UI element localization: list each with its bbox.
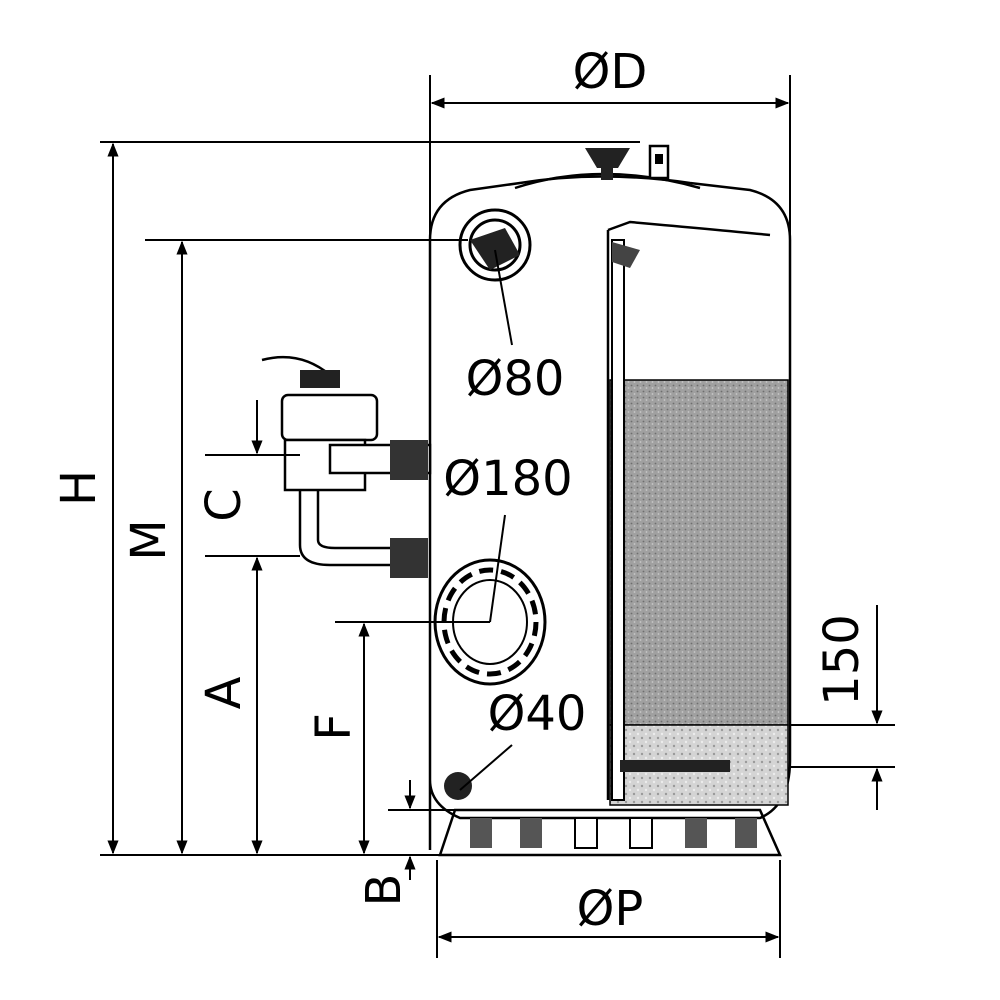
dimension-f [335,621,490,855]
dimension-m [145,239,468,855]
label-c: C [196,488,252,522]
sand-media [609,379,789,726]
multiport-valve-icon [261,355,432,578]
label-diameter-p: ØP [577,881,644,937]
label-port-180: Ø180 [443,451,572,507]
dimension-d [429,75,791,240]
dimension-150 [790,605,895,810]
leader-80 [494,249,513,346]
label-f: F [306,713,362,741]
label-m: M [121,519,177,560]
label-diameter-d: ØD [573,44,648,100]
label-150: 150 [814,614,870,706]
tank-base [438,808,782,857]
dimension-b [388,780,455,880]
leader-40 [459,744,513,791]
leader-180 [489,514,506,623]
dimension-c [205,400,300,855]
filter-tank [428,172,792,850]
label-port-40: Ø40 [488,686,587,742]
label-port-80: Ø80 [466,351,565,407]
drain-40-icon [444,772,472,800]
label-h: H [51,470,107,506]
port-80-icon [458,208,532,282]
dimension-p [436,860,781,958]
label-a: A [196,676,252,709]
dimension-h [100,141,640,856]
air-release-valve-icon [585,144,670,180]
label-b: B [356,874,412,907]
internal-pipe [611,239,730,801]
